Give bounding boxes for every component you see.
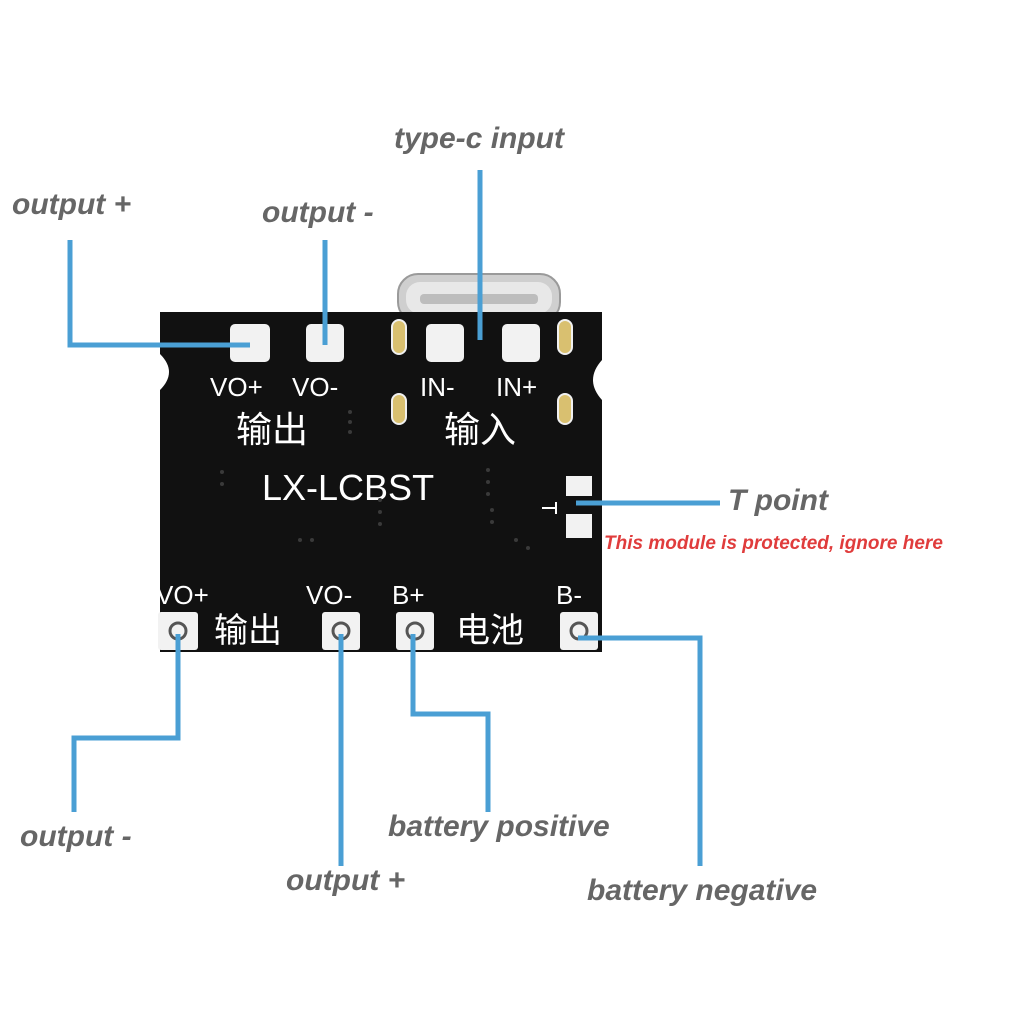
mount-pad [557, 319, 573, 355]
t-point-note: This module is protected, ignore here [604, 533, 943, 554]
leader-top-output-plus [67, 240, 250, 348]
mount-pad [391, 393, 407, 425]
silk-top-output-cn: 输出 [236, 410, 308, 451]
leader-battery-positive [410, 634, 491, 812]
silk-in-minus: IN- [420, 372, 455, 402]
silk-battery-cn: 电池 [456, 611, 524, 651]
pad-b-minus [560, 612, 598, 650]
label-bottom-output-minus: output - [20, 820, 132, 853]
mount-pad [557, 393, 573, 425]
vias [220, 410, 530, 550]
label-bottom-output-plus: output + [286, 864, 406, 897]
silk-b-minus: B- [556, 580, 582, 610]
silk-top-vo-minus: VO- [292, 372, 338, 402]
silk-b-plus: B+ [392, 580, 425, 610]
label-type-c-input: type-c input [394, 122, 564, 155]
silk-bottom-vo-plus: VO+ [156, 580, 209, 610]
leader-bottom-output-minus [71, 634, 181, 812]
silk-bottom-output-cn: 输出 [214, 611, 282, 651]
mount-pad [391, 319, 407, 355]
label-top-output-minus: output - [262, 196, 374, 229]
label-battery-positive: battery positive [388, 810, 610, 843]
label-battery-negative: battery negative [587, 874, 818, 907]
silk-top-vo-plus: VO+ [210, 372, 263, 402]
silk-in-plus: IN+ [496, 372, 537, 402]
leader-battery-negative [578, 635, 703, 866]
label-t-point: T point [728, 484, 828, 517]
silk-model: LX-LCBST [262, 467, 434, 508]
pad-in-plus [502, 324, 540, 362]
t-point-pads [542, 476, 592, 538]
silk-bottom-vo-minus: VO- [306, 580, 352, 610]
pad-in-minus [426, 324, 464, 362]
silk-input-cn: 输入 [444, 410, 516, 451]
pcb-board [160, 312, 602, 652]
label-top-output-plus: output + [12, 188, 132, 221]
